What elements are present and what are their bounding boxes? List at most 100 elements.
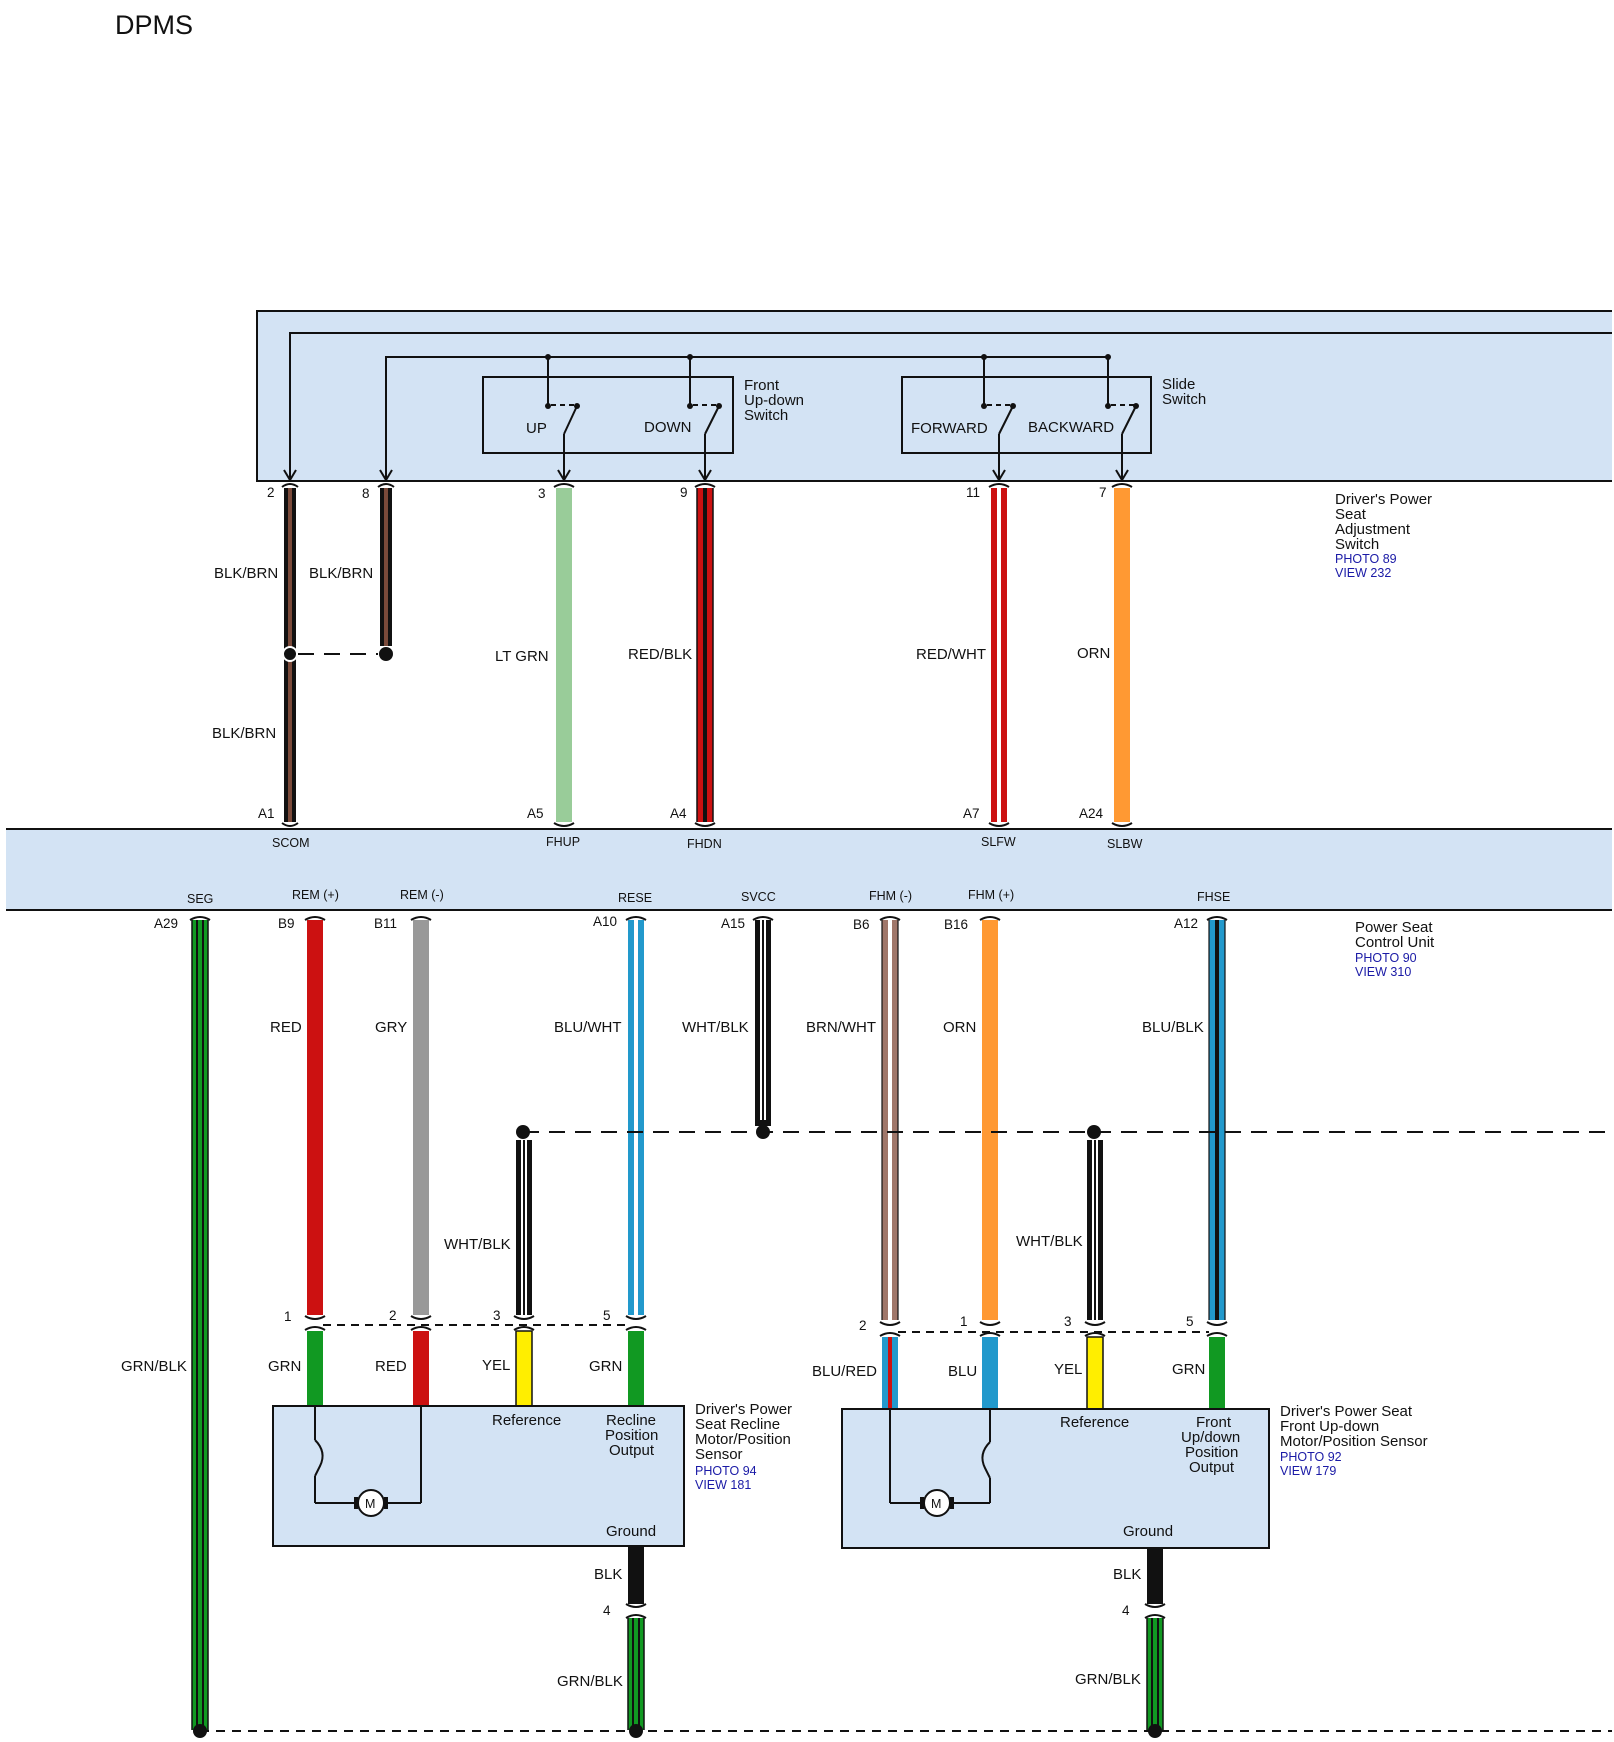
recline-pin2-wire-color: RED [375,1358,407,1375]
recline-sensor-name-3: Motor/Position [695,1431,791,1448]
recline-pin-5: 5 [603,1308,611,1323]
front-pin-1: 1 [960,1314,968,1329]
wire-a15 [752,916,774,1124]
recline-sensor-name-4: Sensor [695,1446,743,1463]
pin-a12-label: A12 [1174,916,1198,931]
wire-front-ref [1087,1140,1103,1320]
switch-unit-photo-link[interactable]: PHOTO 89 [1335,552,1397,566]
recline-motor-position-sensor: M Reference Recline Position Output Grou… [268,1236,792,1730]
wire-a10 [625,916,647,1315]
wire-a10-color: BLU/WHT [554,1019,622,1036]
front-output-label-1: Front [1196,1414,1232,1431]
wire-a29-color: GRN/BLK [121,1358,187,1375]
recline-sensor-name-1: Driver's Power [695,1401,792,1418]
pin-9-label: 9 [680,485,688,500]
pin-a7-label: A7 [963,806,980,821]
pin-8-label: 8 [362,486,370,501]
wire-3-color: LT GRN [495,648,549,665]
recline-sensor-name-2: Seat Recline [695,1416,780,1433]
front-pin5-wire-color: GRN [1172,1361,1205,1378]
terminal-rese: RESE [618,891,652,905]
terminal-fhm-plus: FHM (+) [968,888,1014,902]
pin-b6-label: B6 [853,917,870,932]
lower-wires: A29 B9 B11 A10 A15 B6 B16 A12 GRN/BLK RE… [121,914,1612,1730]
upper-wires: 2 8 3 9 11 7 A1 A5 A4 A7 A24 BLK/BRN BLK… [212,483,1133,827]
power-seat-control-unit: Power Seat Control Unit PHOTO 90 VIEW 31… [6,828,1612,979]
front-pin-4: 4 [1122,1603,1130,1618]
terminal-svcc: SVCC [741,890,776,904]
wire-pin-11 [988,483,1010,827]
switch-unit-view-link[interactable]: VIEW 232 [1335,566,1391,580]
control-unit-view-link[interactable]: VIEW 310 [1355,965,1411,979]
control-unit-name-2: Control Unit [1355,934,1435,951]
terminal-fhdn: FHDN [687,837,722,851]
slide-switch-label-2: Switch [1162,391,1206,408]
recline-pin1-wire-color: GRN [268,1358,301,1375]
pin-a4-label: A4 [670,806,687,821]
terminal-fhup: FHUP [546,835,580,849]
wire-b16 [979,916,1001,1320]
page-title: DPMS [115,10,193,40]
recline-sensor-photo-link[interactable]: PHOTO 94 [695,1464,757,1478]
pin-a29-label: A29 [154,916,178,931]
up-switch-label: UP [526,420,547,437]
recline-ref-wire-color: WHT/BLK [444,1236,511,1253]
control-unit-name-1: Power Seat [1355,919,1433,936]
switch-unit-name-2: Seat [1335,506,1367,523]
terminal-rem-minus: REM (-) [400,888,444,902]
pin-2-label: 2 [267,485,275,500]
front-ground-wire2-color: GRN/BLK [1075,1671,1141,1688]
recline-output-label-2: Position [605,1427,658,1444]
recline-pin-1: 1 [284,1309,292,1324]
recline-motor-symbol: M [365,1497,375,1511]
ground-bus [193,1724,1612,1738]
control-unit-photo-link[interactable]: PHOTO 90 [1355,951,1417,965]
terminal-rem-plus: REM (+) [292,888,339,902]
recline-pin5-wire-color: GRN [589,1358,622,1375]
front-updown-switch-label-3: Switch [744,407,788,424]
front-ground-wire-color: BLK [1113,1566,1141,1583]
front-ground-label: Ground [1123,1523,1173,1540]
switch-unit-name-1: Driver's Power [1335,491,1432,508]
front-updown-switch-label-1: Front [744,377,780,394]
wire-a29 [189,916,211,1730]
pin-11-label: 11 [966,485,980,500]
wire-11-color: RED/WHT [916,646,986,663]
recline-pin-2: 2 [389,1308,397,1323]
wire-2-color: BLK/BRN [214,565,278,582]
front-sensor-photo-link[interactable]: PHOTO 92 [1280,1450,1342,1464]
wire-b9-color: RED [270,1019,302,1036]
front-output-label-4: Output [1189,1459,1235,1476]
wire-pin-3 [553,483,575,827]
terminal-slfw: SLFW [981,835,1016,849]
wire-pin-9 [694,483,716,827]
front-pin3-wire-color: YEL [1054,1361,1082,1378]
terminal-slbw: SLBW [1107,837,1143,851]
pin-3-label: 3 [538,486,546,501]
front-updown-motor-position-sensor: M Reference Front Up/down Position Outpu… [812,1233,1428,1730]
wire-7-color: ORN [1077,645,1110,662]
front-ref-wire-color: WHT/BLK [1016,1233,1083,1250]
wire-b11 [410,916,432,1315]
recline-sensor-view-link[interactable]: VIEW 181 [695,1478,751,1492]
backward-switch-label: BACKWARD [1028,419,1114,436]
recline-ground-wire2-color: GRN/BLK [557,1673,623,1690]
recline-pin3-wire-color: YEL [482,1357,510,1374]
wire-a12-color: BLU/BLK [1142,1019,1204,1036]
front-updown-switch-label-2: Up-down [744,392,804,409]
pin-a5-label: A5 [527,806,544,821]
front-sensor-box [841,1408,1270,1549]
pin-a24-label: A24 [1079,806,1104,821]
front-sensor-view-link[interactable]: VIEW 179 [1280,1464,1336,1478]
front-pin1-wire-color: BLU [948,1363,977,1380]
front-sensor-name-2: Front Up-down [1280,1418,1379,1435]
recline-output-label-3: Output [609,1442,655,1459]
down-switch-label: DOWN [644,419,692,436]
front-output-label-3: Position [1185,1444,1238,1461]
terminal-seg: SEG [187,892,213,906]
terminal-scom: SCOM [272,836,310,850]
front-updown-switch-box [482,376,734,454]
recline-ground-label: Ground [606,1523,656,1540]
wire-b9 [304,916,326,1315]
